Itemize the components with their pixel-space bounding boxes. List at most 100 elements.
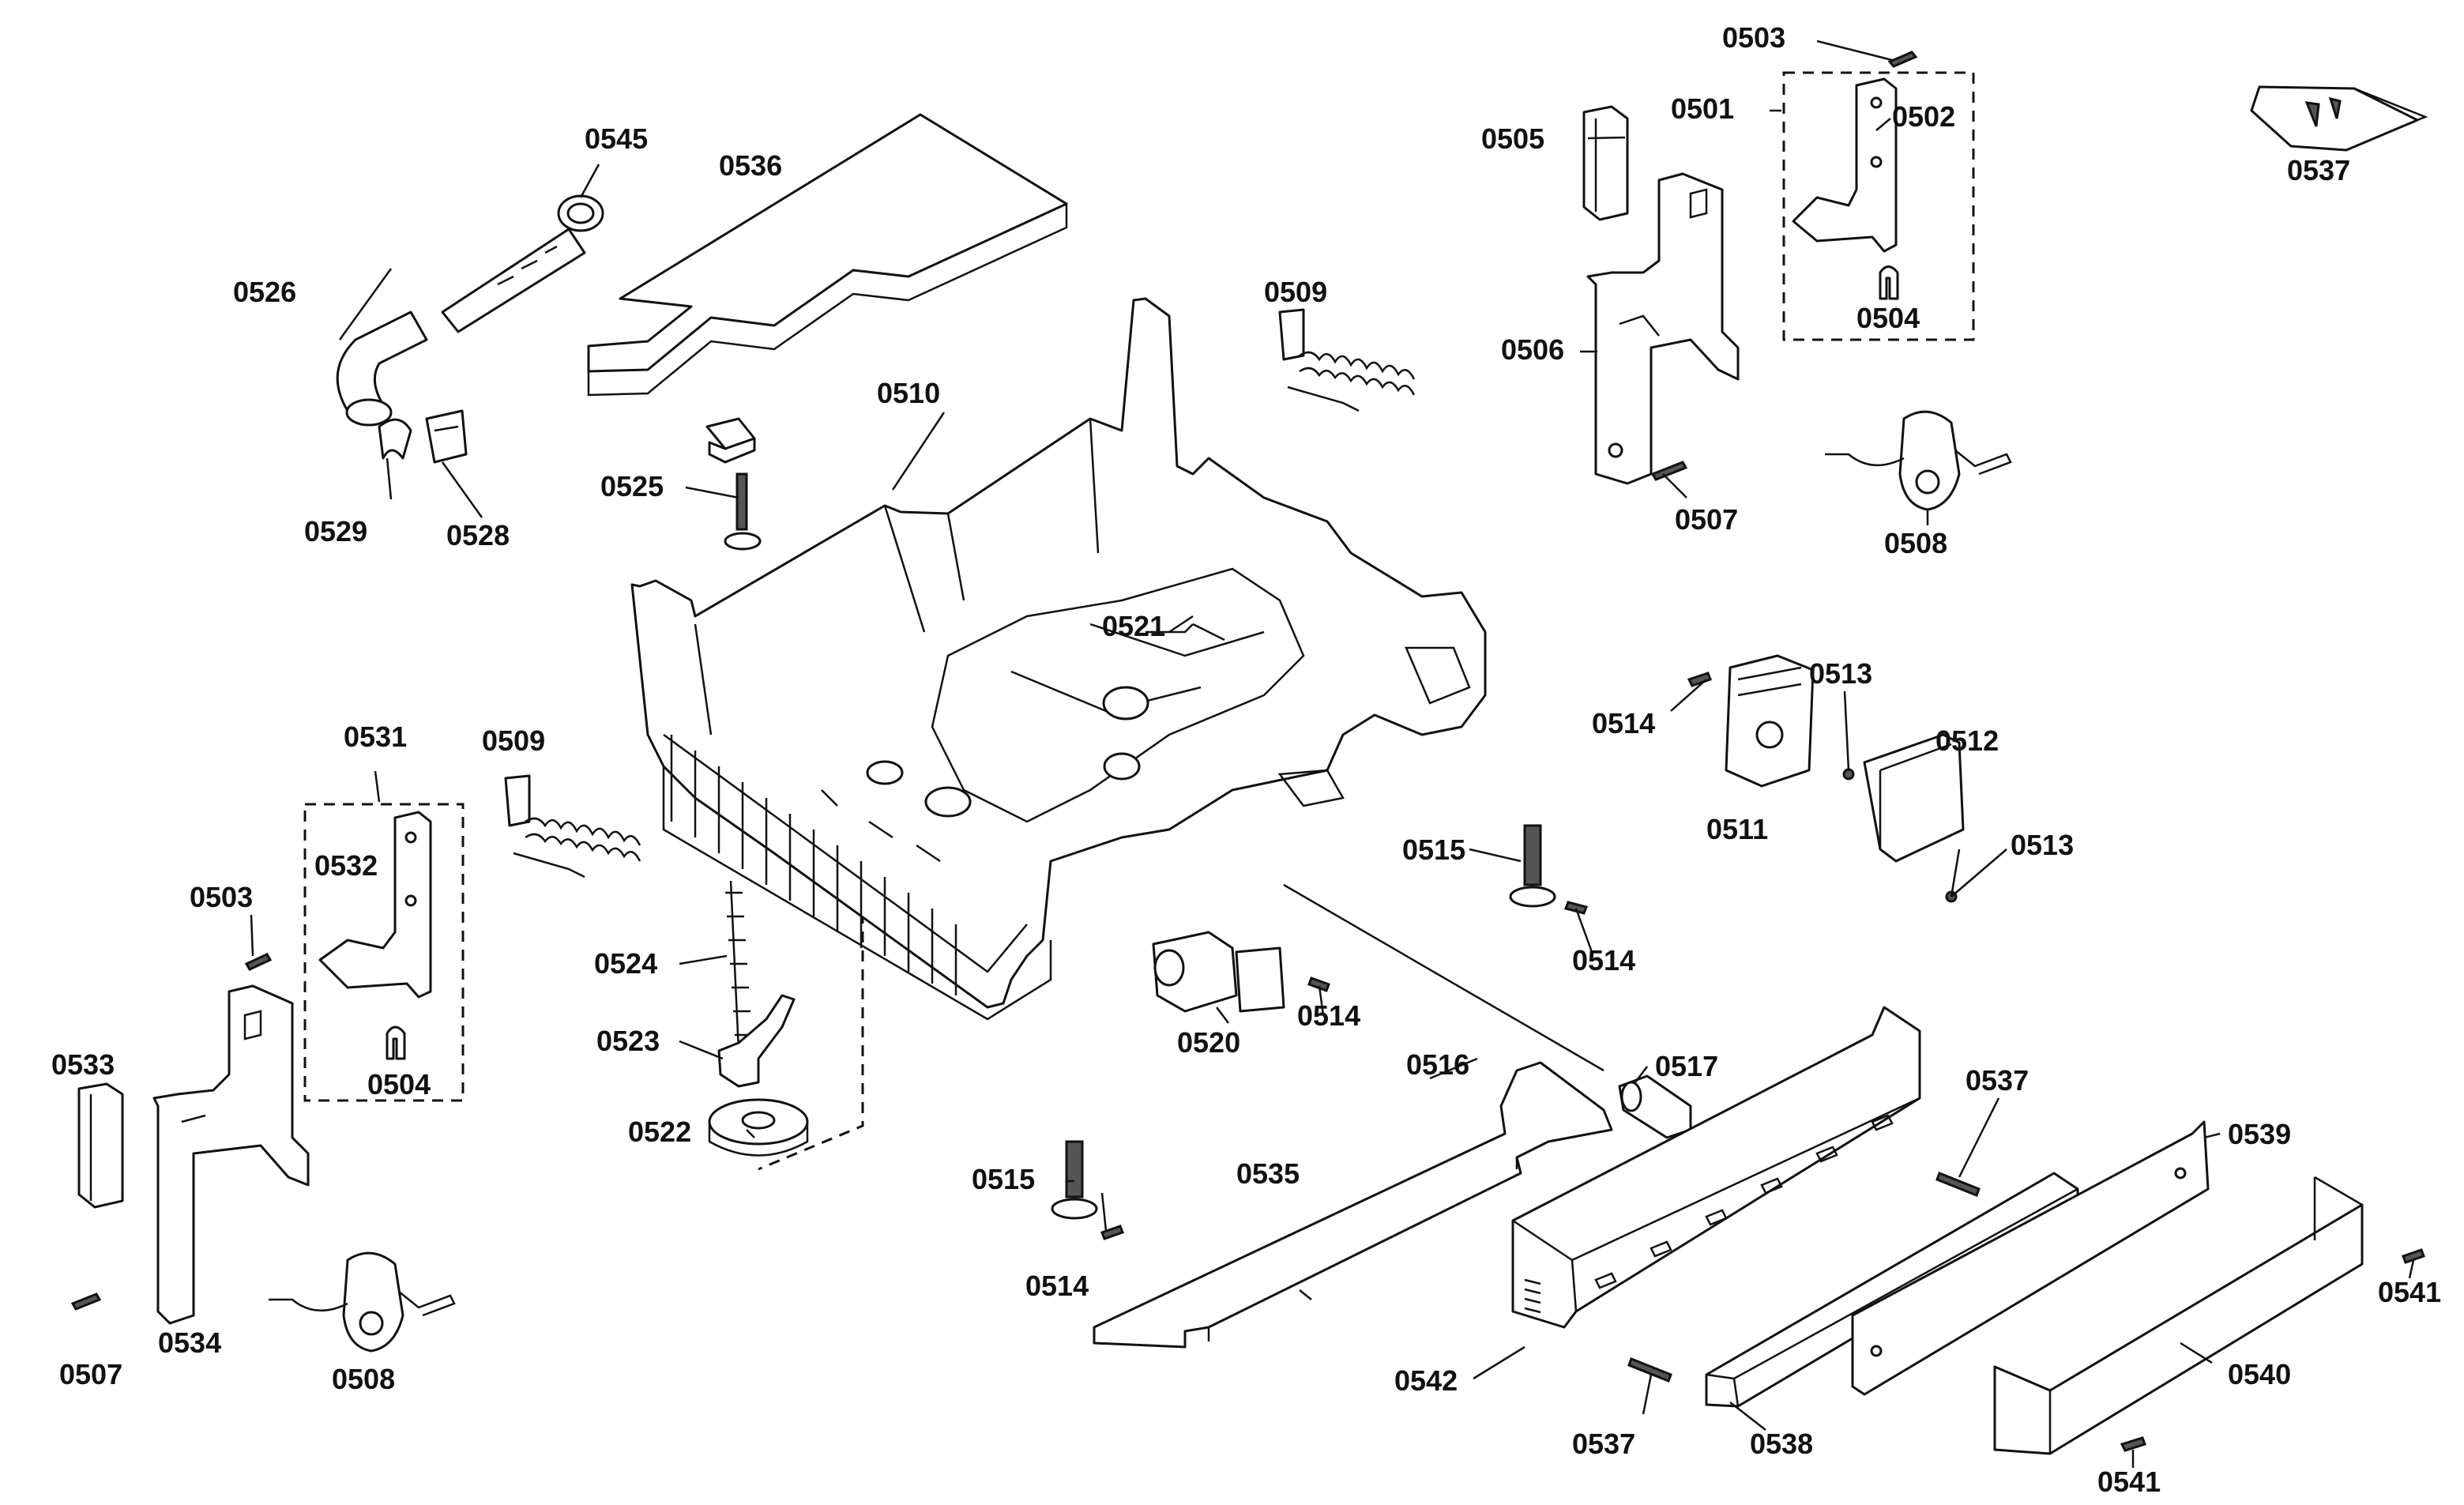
part-0526-drain-hose	[336, 228, 586, 427]
label-0514-a: 0514	[1592, 707, 1655, 739]
label-0537-a: 0537	[1966, 1064, 2029, 1097]
part-0545-hose-clamp	[557, 194, 604, 232]
part-0514-screw-a	[1687, 672, 1712, 687]
part-0514-screw-b	[1564, 901, 1588, 915]
part-0504-clip-upper	[1879, 265, 1899, 300]
label-0536: 0536	[719, 149, 782, 182]
label-0541-b: 0541	[2097, 1465, 2161, 1498]
label-0545: 0545	[585, 122, 648, 155]
part-0515-foot-lower	[1051, 1140, 1098, 1220]
part-0508-door-lock-lower	[269, 1251, 456, 1353]
dashed-link-0522	[758, 912, 864, 1171]
part-0507-screw-upper	[1650, 461, 1688, 481]
part-0510-base-tub	[630, 297, 1487, 1021]
label-0535: 0535	[1236, 1157, 1300, 1190]
label-0511: 0511	[1706, 813, 1768, 845]
part-0541-screw-b	[2120, 1436, 2146, 1452]
label-0512: 0512	[1935, 724, 1999, 757]
label-0528: 0528	[446, 519, 510, 551]
part-0512-cover	[1863, 733, 1965, 863]
part-0537-screw-a	[1935, 1172, 1981, 1197]
label-0526: 0526	[233, 276, 296, 308]
part-0513-screw-a	[1842, 768, 1855, 781]
part-0505-cover	[1582, 105, 1629, 221]
label-0514-d: 0514	[1025, 1270, 1089, 1302]
label-0522: 0522	[628, 1116, 691, 1148]
label-0504-upper: 0504	[1856, 302, 1920, 334]
part-0516-rod	[1283, 883, 1604, 1072]
label-0502: 0502	[1892, 100, 1955, 133]
label-0505: 0505	[1481, 122, 1544, 155]
label-0515-lower: 0515	[972, 1163, 1035, 1195]
label-0510: 0510	[877, 377, 940, 409]
label-0539: 0539	[2228, 1118, 2291, 1150]
label-0538: 0538	[1750, 1428, 1813, 1460]
part-0504-clip-lower	[386, 1025, 406, 1060]
part-0542-kick-panel	[1511, 1006, 1921, 1329]
leader-lines	[250, 40, 2415, 1468]
part-0517-damper	[1618, 1074, 1692, 1139]
label-0508-upper: 0508	[1884, 527, 1947, 559]
part-0507-screw-lower	[70, 1292, 102, 1311]
label-0531: 0531	[344, 721, 407, 753]
part-0522-float-cap	[708, 1098, 809, 1157]
label-0525: 0525	[600, 470, 664, 502]
label-0514-b: 0514	[1572, 944, 1635, 976]
label-0537-bag: 0537	[2287, 154, 2350, 186]
label-0540: 0540	[2228, 1358, 2291, 1390]
label-0524: 0524	[594, 947, 657, 980]
part-0523-float-lever	[717, 994, 796, 1088]
label-0542: 0542	[1394, 1364, 1458, 1397]
part-0537-screw-b	[1627, 1357, 1672, 1383]
label-0534: 0534	[158, 1326, 221, 1359]
label-0507-lower: 0507	[59, 1358, 122, 1390]
part-0528-bracket	[425, 409, 468, 464]
label-0516: 0516	[1406, 1048, 1469, 1081]
group-box-0531	[303, 803, 465, 1102]
label-0520: 0520	[1177, 1026, 1240, 1059]
label-0501: 0501	[1671, 92, 1734, 125]
part-0536-insulation-board	[587, 113, 1068, 397]
label-0507-upper: 0507	[1675, 503, 1738, 536]
label-0513-lower: 0513	[2011, 829, 2074, 861]
group-box-0501	[1782, 71, 1975, 341]
label-0537-b: 0537	[1572, 1428, 1635, 1460]
label-0506: 0506	[1501, 333, 1564, 366]
part-0541-screw-a	[2402, 1248, 2425, 1264]
part-0520-inlet-valve	[1152, 931, 1285, 1013]
part-0509-spring-lower	[504, 774, 641, 879]
label-0517: 0517	[1655, 1050, 1718, 1082]
part-0511-switch-housing	[1725, 654, 1815, 788]
part-0525-leveling-foot	[705, 417, 762, 551]
label-0508-lower: 0508	[332, 1363, 395, 1395]
part-0529-clip	[378, 418, 412, 460]
part-0514-screw-c	[1307, 976, 1330, 992]
part-0515-foot-upper	[1509, 824, 1556, 908]
part-0502-hinge-plate	[1792, 77, 1898, 253]
label-0533: 0533	[51, 1048, 115, 1081]
label-0503-lower: 0503	[190, 881, 253, 913]
part-0503-screw-lower	[244, 953, 273, 971]
label-0514-c: 0514	[1297, 999, 1360, 1032]
part-0514-screw-d	[1100, 1225, 1124, 1240]
part-0532-hinge-plate	[318, 811, 432, 999]
label-0513-upper: 0513	[1809, 657, 1872, 690]
part-0537-hardware-bag	[2250, 85, 2428, 152]
part-0540-trim	[1993, 1176, 2364, 1455]
part-0508-door-lock-upper	[1825, 410, 2012, 511]
label-0509-upper: 0509	[1264, 276, 1327, 308]
label-0509-lower: 0509	[482, 724, 545, 757]
label-0532: 0532	[314, 849, 378, 882]
label-0504-lower: 0504	[367, 1068, 431, 1101]
part-labels: 0503 0501 0502 0505 0537 0504 0506 0507 …	[51, 21, 2441, 1498]
part-0503-screw-upper	[1887, 51, 1918, 68]
part-0534-hinge-bracket	[152, 984, 310, 1325]
label-0515-upper: 0515	[1402, 833, 1465, 866]
part-0535-insulation-board	[1093, 1061, 1613, 1349]
label-0503-upper: 0503	[1722, 21, 1785, 54]
part-0506-hinge-bracket	[1586, 172, 1740, 485]
part-0539-front-panel	[1851, 1120, 2210, 1396]
part-0533-cover	[77, 1082, 124, 1209]
label-0529: 0529	[304, 515, 367, 547]
